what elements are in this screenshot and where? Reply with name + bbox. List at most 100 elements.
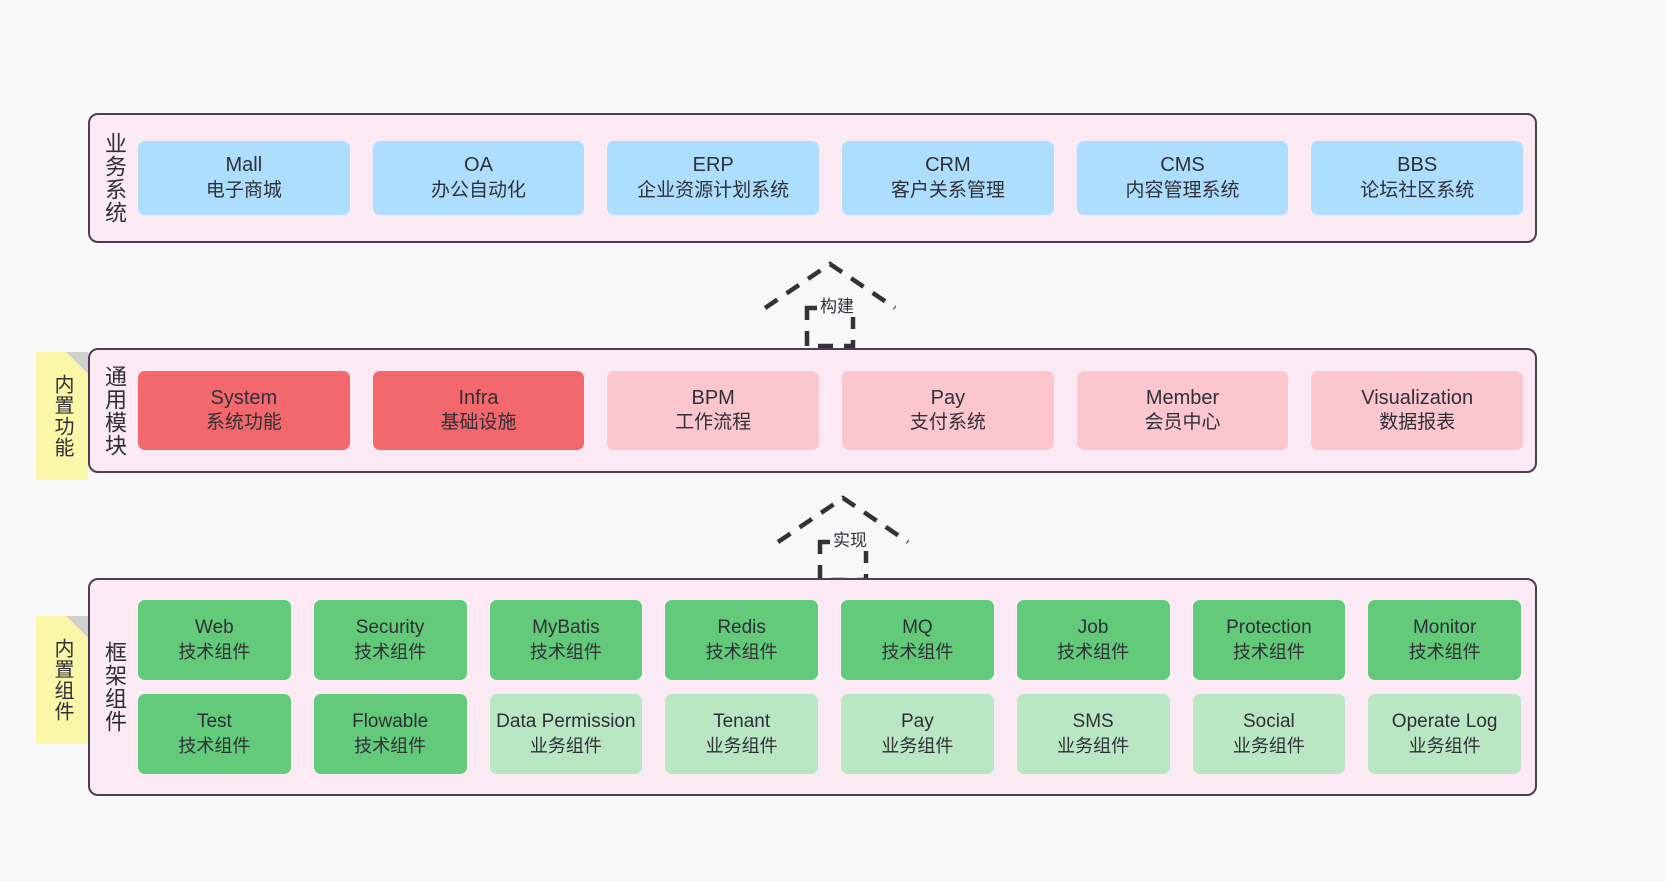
node-pay-component[interactable]: Pay 业务组件 [841,694,994,774]
layer-common-modules-body: System 系统功能 Infra 基础设施 BPM 工作流程 Pay 支付系统… [138,350,1535,471]
node-infra[interactable]: Infra 基础设施 [372,371,585,450]
layer-business-systems-title: 业务系统 [101,132,127,224]
node-sms-name: SMS [1072,711,1114,733]
node-bbs[interactable]: BBS 论坛社区系统 [1311,141,1524,215]
node-security-name: Security [355,617,425,639]
node-oa-name: OA [464,154,493,177]
node-visualization[interactable]: Visualization 数据报表 [1311,371,1524,450]
node-monitor[interactable]: Monitor 技术组件 [1368,600,1521,680]
node-crm-name: CRM [925,154,971,177]
node-job-desc: 技术组件 [1057,641,1130,662]
node-monitor-name: Monitor [1412,617,1477,639]
layer-business-systems: 业务系统 Mall 电子商城 OA 办公自动化 ERP 企业资源计划系统 CRM… [88,113,1537,243]
node-system-desc: 系统功能 [205,412,282,434]
node-cms[interactable]: CMS 内容管理系统 [1076,141,1289,215]
node-web[interactable]: Web 技术组件 [138,600,291,680]
layer-common-modules-title: 通用模块 [101,364,127,457]
layer-framework-components-body: Web 技术组件 Security 技术组件 MyBatis 技术组件 Redi… [138,580,1535,794]
node-operate-log-name: Operate Log [1391,711,1498,733]
node-security-desc: 技术组件 [354,641,427,662]
node-flowable-desc: 技术组件 [354,735,427,756]
node-pay-component-name: Pay [901,711,934,733]
sticky-note-builtin-components: 内置组件 [36,616,88,744]
node-bbs-desc: 论坛社区系统 [1360,179,1475,201]
node-protection-desc: 技术组件 [1232,641,1305,662]
sticky-note-builtin-features: 内置功能 [36,352,88,480]
node-mall-name: Mall [225,154,263,177]
node-mybatis-desc: 技术组件 [529,641,602,662]
node-mq[interactable]: MQ 技术组件 [841,600,994,680]
node-member[interactable]: Member 会员中心 [1076,371,1289,450]
node-mq-name: MQ [902,617,933,639]
node-infra-desc: 基础设施 [440,412,517,434]
node-protection[interactable]: Protection 技术组件 [1192,600,1346,680]
node-member-name: Member [1145,386,1220,409]
node-sms-desc: 业务组件 [1057,735,1130,756]
node-mybatis-name: MyBatis [532,617,600,639]
generalization-arrow-build: 构建 [755,258,905,349]
node-flowable-name: Flowable [352,711,429,733]
node-visualization-desc: 数据报表 [1379,412,1456,434]
node-test-desc: 技术组件 [178,735,251,756]
common-modules-row: System 系统功能 Infra 基础设施 BPM 工作流程 Pay 支付系统… [138,371,1524,450]
node-data-permission-desc: 业务组件 [529,735,602,756]
node-operate-log-desc: 业务组件 [1408,735,1481,756]
node-bpm-name: BPM [691,386,735,409]
node-web-name: Web [195,617,234,639]
node-oa[interactable]: OA 办公自动化 [372,141,585,215]
node-mq-desc: 技术组件 [881,641,954,662]
node-erp-desc: 企业资源计划系统 [637,179,790,201]
layer-framework-components: 框架组件 Web 技术组件 Security 技术组件 MyBatis 技术组件… [88,578,1537,796]
node-sms[interactable]: SMS 业务组件 [1016,694,1170,774]
framework-components-row-business: Test 技术组件 Flowable 技术组件 Data Permission … [138,694,1521,774]
node-bpm-desc: 工作流程 [675,412,752,434]
node-flowable[interactable]: Flowable 技术组件 [313,694,467,774]
node-visualization-name: Visualization [1361,386,1474,409]
node-redis-name: Redis [717,617,766,639]
node-web-desc: 技术组件 [178,641,251,662]
node-pay-module[interactable]: Pay 支付系统 [842,371,1054,450]
business-systems-row: Mall 电子商城 OA 办公自动化 ERP 企业资源计划系统 CRM 客户关系… [138,141,1524,215]
node-redis-desc: 技术组件 [705,641,778,662]
node-social-desc: 业务组件 [1232,735,1305,756]
node-protection-name: Protection [1226,617,1312,639]
node-mall[interactable]: Mall 电子商城 [138,141,350,215]
node-crm[interactable]: CRM 客户关系管理 [842,141,1054,215]
framework-components-row-tech: Web 技术组件 Security 技术组件 MyBatis 技术组件 Redi… [138,600,1521,680]
node-redis[interactable]: Redis 技术组件 [665,600,818,680]
node-cms-name: CMS [1160,154,1205,177]
node-pay-module-name: Pay [930,386,966,409]
node-system-name: System [210,386,278,409]
node-tenant[interactable]: Tenant 业务组件 [665,694,818,774]
node-bpm[interactable]: BPM 工作流程 [607,371,820,450]
node-social-name: Social [1243,711,1295,733]
layer-framework-components-title: 框架组件 [101,641,127,733]
node-tenant-desc: 业务组件 [705,735,778,756]
layer-business-systems-body: Mall 电子商城 OA 办公自动化 ERP 企业资源计划系统 CRM 客户关系… [138,115,1535,241]
node-erp-name: ERP [692,154,734,177]
node-oa-desc: 办公自动化 [431,179,527,201]
layer-common-modules: 通用模块 System 系统功能 Infra 基础设施 BPM 工作流程 Pay… [88,348,1537,473]
generalization-arrow-implement: 实现 [768,490,918,583]
node-test[interactable]: Test 技术组件 [138,694,291,774]
node-pay-module-desc: 支付系统 [909,412,986,434]
node-security[interactable]: Security 技术组件 [313,600,467,680]
node-erp[interactable]: ERP 企业资源计划系统 [607,141,820,215]
node-bbs-name: BBS [1397,154,1438,177]
node-social[interactable]: Social 业务组件 [1192,694,1346,774]
node-mybatis[interactable]: MyBatis 技术组件 [489,600,643,680]
generalization-arrow-build-label: 构建 [817,292,857,317]
node-job[interactable]: Job 技术组件 [1016,600,1170,680]
node-operate-log[interactable]: Operate Log 业务组件 [1368,694,1521,774]
node-data-permission[interactable]: Data Permission 业务组件 [489,694,643,774]
node-pay-component-desc: 业务组件 [881,735,954,756]
node-tenant-name: Tenant [713,711,771,733]
node-test-name: Test [196,711,232,733]
node-monitor-desc: 技术组件 [1408,641,1481,662]
generalization-arrow-implement-label: 实现 [830,526,870,551]
node-system[interactable]: System 系统功能 [138,371,350,450]
node-member-desc: 会员中心 [1144,412,1221,434]
node-infra-name: Infra [458,386,499,409]
node-cms-desc: 内容管理系统 [1125,179,1240,201]
